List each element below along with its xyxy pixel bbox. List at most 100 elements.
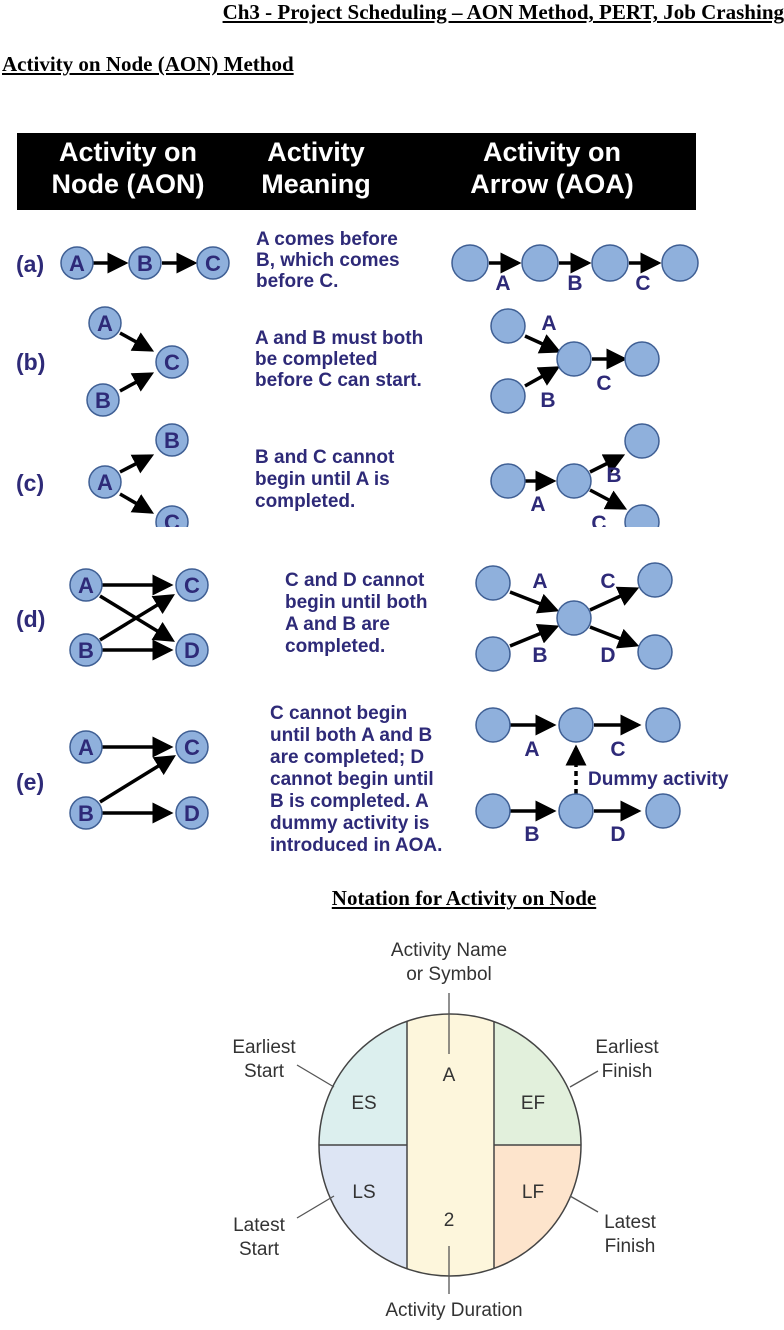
aon-c-label-b: B <box>164 428 180 453</box>
aon-a-node-c <box>196 246 230 280</box>
meaning-e-line-1: C cannot begin <box>270 703 407 724</box>
aon-e-node-a <box>69 730 103 764</box>
meaning-e-line-6: dummy activity is <box>270 813 429 834</box>
aoa-a-label-a: A <box>495 272 510 295</box>
meaning-d-line-3: A and B are <box>285 614 390 635</box>
aon-e-label-b: B <box>78 801 94 826</box>
aoa-d-node-1 <box>475 565 511 601</box>
aoa-d-node-3 <box>556 600 592 636</box>
aon-d-label-a: A <box>78 573 94 598</box>
meaning-d-line-4: completed. <box>285 636 385 657</box>
earliest-start-line-1: Earliest <box>232 1037 296 1058</box>
aon-d-label-c: C <box>184 573 200 598</box>
aoa-a-label-c: C <box>635 272 650 295</box>
earliest-finish-line-1: Earliest <box>595 1037 659 1058</box>
aoa-e-node-2 <box>558 707 594 743</box>
aoa-e-node-4 <box>475 793 511 829</box>
aon-b-node-c <box>155 345 189 379</box>
aoa-a-node-2 <box>521 244 559 282</box>
meaning-b-line-2: be completed <box>255 349 377 370</box>
meaning-b-line-1: A and B must both <box>255 328 423 349</box>
row-c <box>88 423 660 527</box>
aon-d-node-b <box>69 633 103 667</box>
aon-a-node-b <box>128 246 162 280</box>
aon-a-node-a <box>60 246 94 280</box>
row-label-b: (b) <box>16 349 45 375</box>
aon-b-label-b: B <box>95 388 111 413</box>
meaning-b-line-3: before C can start. <box>255 370 422 391</box>
aoa-c-node-4 <box>624 504 660 527</box>
meaning-c-line-2: begin until A is <box>255 469 390 490</box>
aoa-a-node-1 <box>451 244 489 282</box>
aon-d-label-b: B <box>78 638 94 663</box>
table-header: Activity on Node (AON) Activity Meaning … <box>17 133 696 210</box>
earliest-finish-line-2: Finish <box>602 1061 653 1082</box>
aon-d-node-c <box>175 568 209 602</box>
latest-finish-line-1: Latest <box>604 1212 656 1233</box>
aoa-b-label-c: C <box>596 372 611 395</box>
meaning-a: A comes before B, which comes before C. <box>256 229 400 292</box>
aon-e-node-d <box>175 796 209 830</box>
aoa-b-node-4 <box>624 341 660 377</box>
header-aoa-line2: Arrow (AOA) <box>470 169 634 199</box>
latest-finish-line-2: Finish <box>605 1236 656 1257</box>
notation-circle <box>318 1013 582 1277</box>
meaning-d-line-2: begin until both <box>285 592 427 613</box>
meaning-a-line-3: before C. <box>256 271 338 292</box>
aoa-e-label-b: B <box>524 823 539 846</box>
aon-a-label-b: B <box>137 251 153 276</box>
aon-d-label-d: D <box>184 638 200 663</box>
ef-label: EF <box>521 1093 545 1114</box>
section-title: Activity on Node (AON) Method <box>2 52 294 76</box>
aon-b-node-a <box>88 306 122 340</box>
aoa-d-label-d: D <box>600 644 615 667</box>
aoa-d-node-5 <box>637 634 673 670</box>
es-quadrant <box>319 1014 407 1145</box>
meaning-d-line-1: C and D cannot <box>285 570 425 591</box>
row-label-d: (d) <box>16 606 45 632</box>
aoa-a-node-4 <box>661 244 699 282</box>
row-a <box>60 244 699 282</box>
row-label-c: (c) <box>16 470 44 496</box>
activity-duration-value: 2 <box>444 1210 455 1231</box>
meaning-e-line-3: are completed; D <box>270 747 424 768</box>
row-d <box>69 562 673 672</box>
aon-b-label-c: C <box>164 350 180 375</box>
meaning-e-line-7: introduced in AOA. <box>270 835 442 856</box>
aoa-c-node-2 <box>556 463 592 499</box>
aoa-a-label-b: B <box>567 272 582 295</box>
row-e <box>69 707 681 830</box>
aoa-e-label-d: D <box>610 823 625 846</box>
lf-label: LF <box>522 1182 544 1203</box>
aoa-b-node-3 <box>556 341 592 377</box>
aon-b-label-a: A <box>97 311 113 336</box>
aoa-d-label-b: B <box>532 644 547 667</box>
aoa-e-node-5 <box>558 793 594 829</box>
header-aoa-line1: Activity on <box>483 137 621 167</box>
meaning-e-line-4: cannot begin until <box>270 769 434 790</box>
aon-d-node-a <box>69 568 103 602</box>
notation-top-label-2: or Symbol <box>406 964 492 985</box>
aon-e-label-d: D <box>184 801 200 826</box>
meaning-c: B and C cannot begin until A is complete… <box>255 447 395 512</box>
header-meaning-line2: Meaning <box>261 169 371 199</box>
aoa-a-node-3 <box>591 244 629 282</box>
aon-d-node-d <box>175 633 209 667</box>
row-label-e: (e) <box>16 769 44 795</box>
activity-name-value: A <box>443 1065 456 1086</box>
document-title: Ch3 - Project Scheduling – AON Method, P… <box>222 0 784 24</box>
aon-c-label-a: A <box>97 470 113 495</box>
aoa-e-label-c: C <box>610 738 625 761</box>
aon-a-label-c: C <box>205 251 221 276</box>
header-aon-line1: Activity on <box>59 137 197 167</box>
aoa-d-node-4 <box>637 562 673 598</box>
row-label-a: (a) <box>16 251 44 277</box>
earliest-start-line-2: Start <box>244 1061 285 1082</box>
latest-start-line-2: Start <box>239 1239 280 1260</box>
latest-start-line-1: Latest <box>233 1215 285 1236</box>
aon-c-label-c: C <box>164 510 180 535</box>
aoa-b-node-1 <box>490 308 526 344</box>
aon-b-node-b <box>86 383 120 417</box>
aoa-e-node-6 <box>645 793 681 829</box>
aon-e-label-a: A <box>78 735 94 760</box>
